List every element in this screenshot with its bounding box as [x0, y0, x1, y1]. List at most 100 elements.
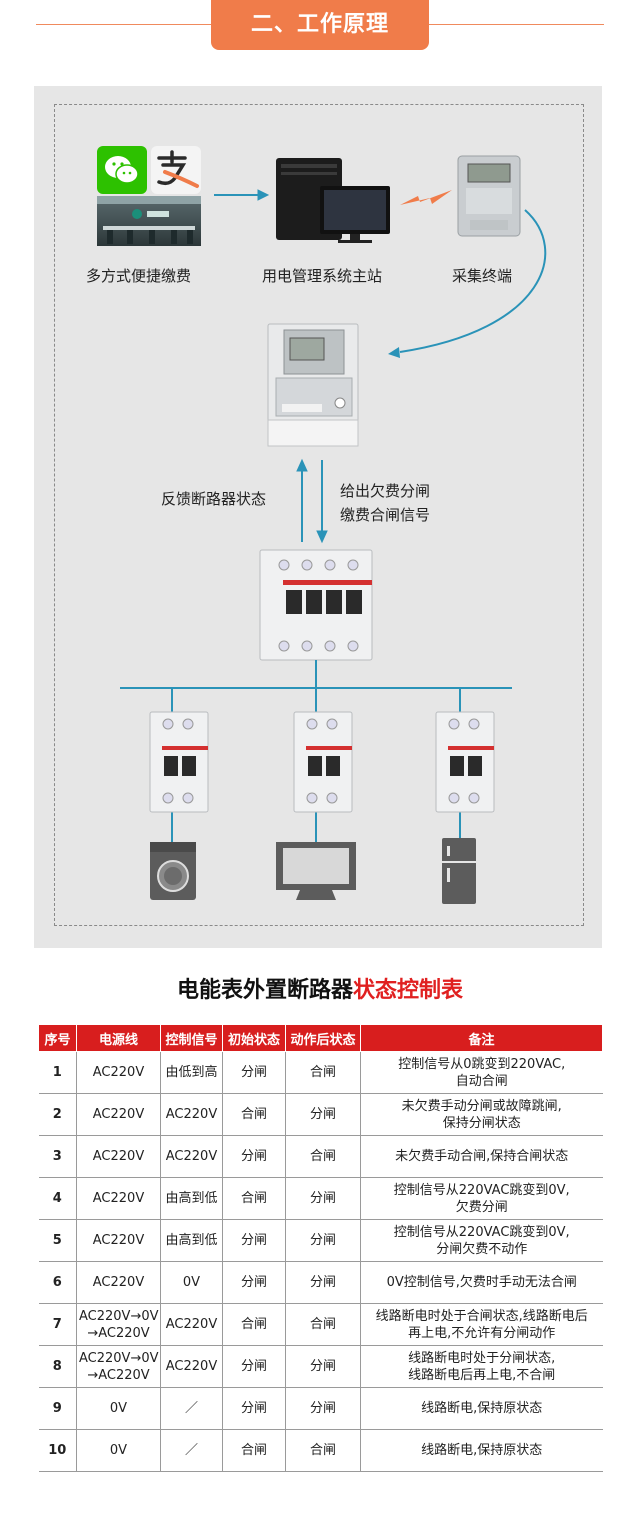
cell-initial-state: 合闸: [222, 1303, 286, 1346]
arrow-breaker-to-meter: [296, 458, 308, 542]
cell-initial-state: 分闸: [222, 1387, 286, 1430]
terminal-label: 采集终端: [452, 267, 513, 285]
cell-initial-state: 分闸: [222, 1219, 286, 1262]
diagram-dashed-frame: [54, 104, 584, 926]
col-header-signal: 控制信号: [160, 1024, 223, 1052]
cell-no: 2: [38, 1093, 77, 1136]
diagram-graphics: [120, 155, 547, 904]
cell-power: AC220V: [76, 1261, 161, 1304]
col-header-power: 电源线: [76, 1024, 161, 1052]
note-line: 控制信号从220VAC跳变到0V,: [393, 1182, 570, 1198]
branch-breaker-icon: [149, 711, 209, 813]
wechat-icon: [97, 146, 147, 194]
distribution-bus: [120, 660, 512, 842]
note-line: 线路断电,保持原状态: [421, 1401, 543, 1416]
cell-after-state: 分闸: [285, 1261, 361, 1304]
cell-no: 6: [38, 1261, 77, 1304]
cell-after-state: 分闸: [285, 1093, 361, 1136]
cell-after-state: 分闸: [285, 1387, 361, 1430]
cell-after-state: 分闸: [285, 1219, 361, 1262]
cell-no: 8: [38, 1345, 77, 1388]
cell-after-state: 合闸: [285, 1135, 361, 1178]
table-title: 电能表外置断路器状态控制表: [0, 972, 640, 1004]
power-line: AC220V→0V: [79, 1350, 159, 1366]
cell-power: 0V: [76, 1387, 161, 1430]
table-row: 10 0V ／ 合闸 合闸 线路断电,保持原状态: [38, 1429, 603, 1472]
cell-no: 1: [38, 1051, 77, 1094]
arrow-pay-to-master: [214, 189, 270, 201]
cell-power: AC220V→0V→AC220V: [76, 1345, 161, 1388]
branch-breaker-icon: [435, 711, 495, 813]
cell-initial-state: 分闸: [222, 1051, 286, 1094]
cell-after-state: 合闸: [285, 1429, 361, 1472]
power-line: →AC220V: [87, 1367, 150, 1383]
washing-machine-icon: [150, 842, 196, 900]
table-title-black: 电能表外置断路器: [176, 978, 353, 1003]
table-row: 1 AC220V 由低到高 分闸 合闸 控制信号从0跳变到220VAC,自动合闸: [38, 1051, 603, 1094]
cell-power: AC220V→0V→AC220V: [76, 1303, 161, 1346]
cell-signal: AC220V: [160, 1345, 223, 1388]
table-row: 6 AC220V 0V 分闸 分闸 0V控制信号,欠费时手动无法合闸: [38, 1261, 603, 1304]
table-row: 7 AC220V→0V→AC220V AC220V 合闸 合闸 线路断电时处于合…: [38, 1303, 603, 1346]
cell-power: 0V: [76, 1429, 161, 1472]
cell-initial-state: 合闸: [222, 1177, 286, 1220]
note-line: 线路断电时处于合闸状态,线路断电后: [375, 1308, 588, 1324]
cell-no: 4: [38, 1177, 77, 1220]
power-line: AC220V→0V: [79, 1308, 159, 1324]
section-title: 二、工作原理: [211, 0, 429, 50]
cell-power: AC220V: [76, 1219, 161, 1262]
cell-no: 7: [38, 1303, 77, 1346]
cell-power: AC220V: [76, 1051, 161, 1094]
table-row: 5 AC220V 由高到低 分闸 分闸 控制信号从220VAC跳变到0V,分闸欠…: [38, 1219, 603, 1262]
note-line: 线路断电后再上电,不合闸: [408, 1367, 556, 1383]
cell-initial-state: 分闸: [222, 1135, 286, 1178]
table-row: 9 0V ／ 分闸 分闸 线路断电,保持原状态: [38, 1387, 603, 1430]
cell-notes: 线路断电时处于合闸状态,线路断电后再上电,不允许有分闸动作: [360, 1303, 603, 1346]
note-line: 控制信号从220VAC跳变到0V,: [393, 1224, 570, 1240]
note-line: 线路断电时处于分闸状态,: [408, 1350, 556, 1366]
note-line: 欠费分闸: [455, 1199, 508, 1215]
cell-signal: 由高到低: [160, 1219, 223, 1262]
arrow-terminal-to-meter: [399, 209, 547, 353]
table-row: 2 AC220V AC220V 合闸 分闸 未欠费手动分闸或故障跳闸,保持分闸状…: [38, 1093, 603, 1136]
cell-signal: AC220V: [160, 1135, 223, 1178]
cell-signal: 由低到高: [160, 1051, 223, 1094]
state-grid-hall-photo: [97, 196, 201, 246]
television-icon: [276, 842, 356, 900]
cell-after-state: 合闸: [285, 1303, 361, 1346]
cell-signal: AC220V: [160, 1093, 223, 1136]
state-control-table: 序号 电源线 控制信号 初始状态 动作后状态 备注 1 AC220V 由低到高 …: [38, 1024, 603, 1472]
cell-initial-state: 分闸: [222, 1261, 286, 1304]
pay-label: 多方式便捷缴费: [86, 267, 192, 285]
wireless-link-icon: [400, 190, 452, 205]
col-header-no: 序号: [38, 1024, 77, 1052]
cell-signal: 0V: [160, 1261, 223, 1304]
cell-initial-state: 合闸: [222, 1429, 286, 1472]
cell-after-state: 合闸: [285, 1051, 361, 1094]
note-line: 自动合闸: [455, 1073, 508, 1089]
cell-notes: 未欠费手动合闸,保持合闸状态: [360, 1135, 603, 1178]
cell-signal: 由高到低: [160, 1177, 223, 1220]
cell-notes: 控制信号从220VAC跳变到0V,欠费分闸: [360, 1177, 603, 1220]
cell-no: 5: [38, 1219, 77, 1262]
signal-label-line1: 给出欠费分闸: [340, 482, 431, 500]
electric-meter-icon: [267, 323, 359, 447]
signal-label-line2: 缴费合闸信号: [340, 506, 431, 524]
cell-notes: 线路断电,保持原状态: [360, 1387, 603, 1430]
feedback-label: 反馈断路器状态: [161, 490, 267, 508]
col-header-after-state: 动作后状态: [285, 1024, 361, 1052]
main-circuit-breaker-icon: [259, 549, 373, 661]
note-line: 分闸欠费不动作: [436, 1241, 528, 1257]
cell-after-state: 分闸: [285, 1345, 361, 1388]
cell-after-state: 分闸: [285, 1177, 361, 1220]
server-computer-icon: [276, 158, 390, 243]
note-line: 线路断电,保持原状态: [421, 1443, 543, 1458]
cell-power: AC220V: [76, 1177, 161, 1220]
note-line: 再上电,不允许有分闸动作: [408, 1325, 556, 1341]
cell-notes: 控制信号从0跳变到220VAC,自动合闸: [360, 1051, 603, 1094]
power-line: →AC220V: [87, 1325, 150, 1341]
table-row: 4 AC220V 由高到低 合闸 分闸 控制信号从220VAC跳变到0V,欠费分…: [38, 1177, 603, 1220]
cell-signal: ／: [160, 1429, 223, 1472]
cell-notes: 线路断电时处于分闸状态,线路断电后再上电,不合闸: [360, 1345, 603, 1388]
refrigerator-icon: [442, 838, 476, 904]
